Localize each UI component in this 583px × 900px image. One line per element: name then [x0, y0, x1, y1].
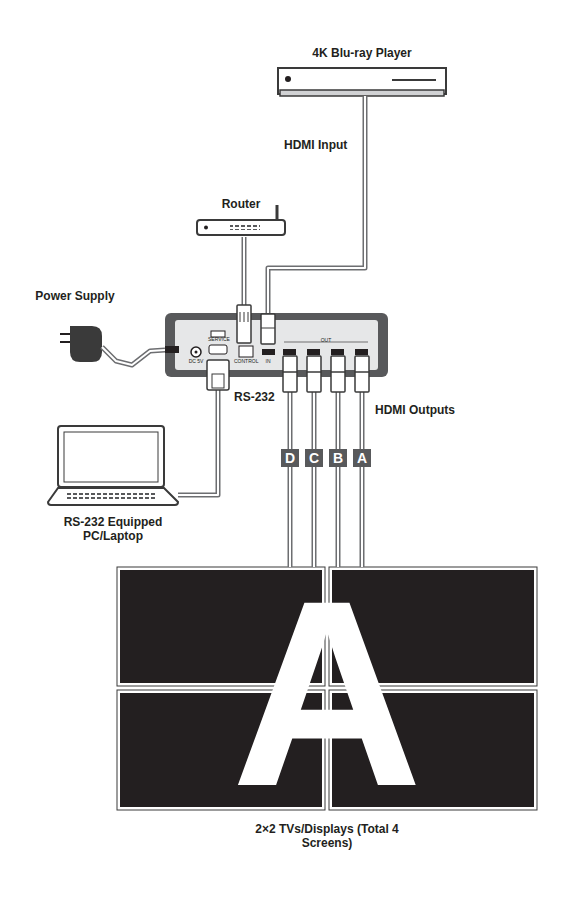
cable-tag: C [305, 449, 323, 467]
cable-tag: D [281, 449, 299, 467]
router-node: Router [197, 218, 285, 237]
cable [338, 377, 339, 567]
hdmi-output-plugs [283, 356, 369, 392]
laptop-node: RS-232 Equipped PC/Laptop [48, 425, 178, 506]
bluray-player-node: 4K Blu-ray Player [278, 68, 446, 96]
db9-plug [207, 360, 229, 390]
rj45-plug [237, 305, 251, 343]
power-adapter [60, 326, 102, 362]
cable-tag: A [353, 449, 371, 467]
laptop [48, 426, 178, 505]
cable [290, 377, 291, 567]
port-label: OUT [318, 337, 334, 343]
cable [314, 377, 315, 567]
hdmi-input-plug [261, 314, 275, 344]
port-label: SERVICE [208, 336, 228, 342]
cable [362, 377, 363, 567]
cable [102, 347, 165, 365]
power-supply-node: Power Supply [60, 325, 102, 362]
device-title: Router [191, 197, 291, 211]
port-label: CONTROL [234, 358, 258, 364]
bluray-player [278, 68, 446, 96]
device-title: 4K Blu-ray Player [258, 46, 466, 60]
port-label: DC 5V [185, 358, 207, 364]
cable [244, 237, 245, 313]
cable-label: HDMI Input [282, 138, 349, 152]
cable-label: RS-232 [232, 390, 277, 404]
extender-node: DC 5V SERVICE CONTROL IN OUT [165, 313, 388, 377]
cable [178, 377, 218, 495]
device-title: Power Supply [30, 289, 120, 303]
cable-group-label: HDMI Outputs [375, 403, 485, 417]
port-label: IN [262, 358, 274, 364]
device-title: 2×2 TVs/Displays (Total 4 Screens) [247, 822, 407, 850]
cable-tag: B [329, 449, 347, 467]
cable [268, 96, 365, 313]
test-pattern-letter: A [177, 561, 477, 826]
power-plug [165, 346, 179, 353]
device-title: RS-232 Equipped PC/Laptop [46, 515, 180, 543]
